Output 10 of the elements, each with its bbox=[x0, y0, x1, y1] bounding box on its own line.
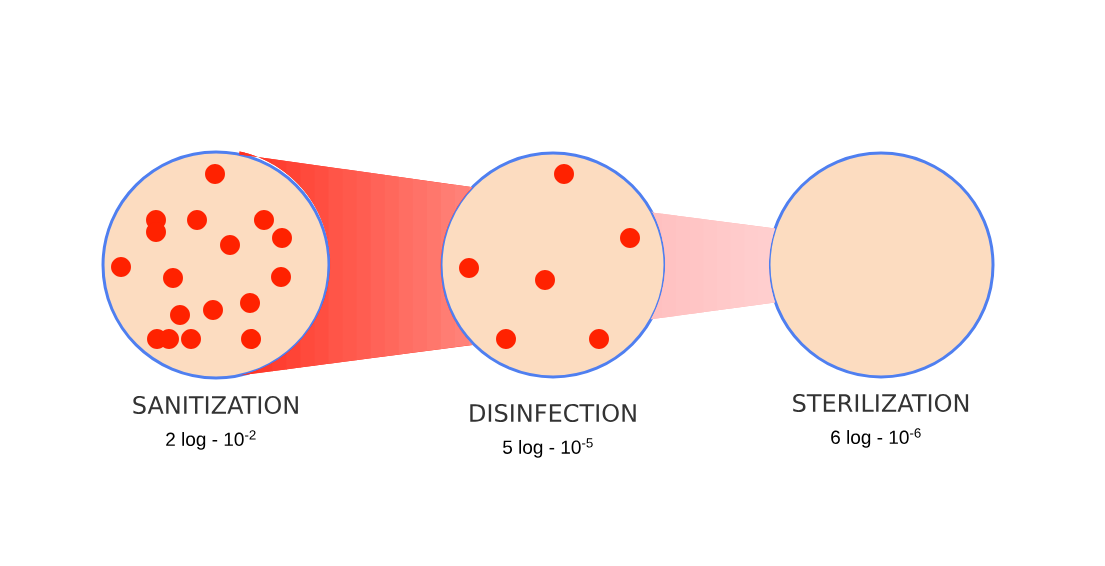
circle bbox=[439, 151, 667, 379]
stage-title: DISINFECTION bbox=[470, 403, 636, 423]
stage-title: STERILIZATION bbox=[793, 393, 969, 413]
funnel-band bbox=[239, 151, 473, 376]
log-reduction-text: 5 log - 10$^{-5}$ bbox=[503, 438, 593, 458]
circle bbox=[767, 151, 995, 379]
log-reduction-text: 2 log - 10$^{-2}$ bbox=[166, 430, 256, 450]
funnel-band bbox=[650, 211, 776, 320]
log-reduction-text: 6 log - 10$^{-6}$ bbox=[831, 428, 921, 448]
stage-title: SANITIZATION bbox=[133, 395, 298, 415]
